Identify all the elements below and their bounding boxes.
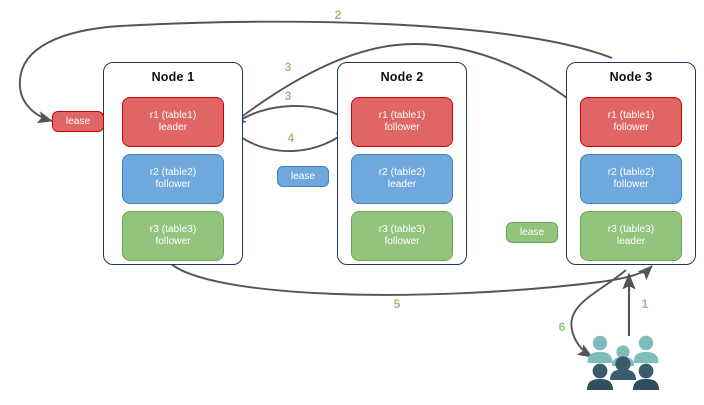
replica-name: r3 (table3) — [149, 223, 197, 235]
edge-step-3-upper — [231, 43, 587, 125]
replica-name: r3 (table3) — [378, 223, 426, 235]
replica-role: follower — [155, 179, 191, 190]
lease-badge-r1[interactable]: lease — [52, 111, 104, 132]
replica-role: follower — [384, 236, 420, 247]
lease-label: lease — [519, 227, 545, 238]
step-label-4: 4 — [287, 131, 295, 145]
replica-role: follower — [613, 122, 649, 133]
step-label-3a: 3 — [284, 60, 292, 74]
users-group-icon — [587, 335, 659, 390]
edge-step-2 — [19, 20, 613, 124]
step-label-1: 1 — [641, 297, 649, 311]
replica-role: leader — [616, 236, 646, 247]
replica-role: follower — [384, 122, 420, 133]
replica-role: leader — [158, 122, 188, 133]
lease-badge-r3[interactable]: lease — [506, 222, 558, 243]
node-1-title: Node 1 — [151, 70, 195, 84]
edge-step-6 — [570, 269, 627, 358]
lease-label: lease — [290, 171, 316, 182]
node-3-replica-r1[interactable]: r1 (table1) follower — [580, 97, 682, 147]
node-1-replica-r3[interactable]: r3 (table3) follower — [122, 211, 224, 261]
edge-step-5 — [169, 262, 653, 296]
node-3-replica-r3[interactable]: r3 (table3) leader — [580, 211, 682, 261]
replica-role: follower — [155, 236, 191, 247]
edge-step-3-lens — [231, 105, 351, 127]
node-2-replica-r2[interactable]: r2 (table2) leader — [351, 154, 453, 204]
node-2-title: Node 2 — [380, 70, 424, 84]
node-2-replica-r3[interactable]: r3 (table3) follower — [351, 211, 453, 261]
node-1-replica-r1[interactable]: r1 (table1) leader — [122, 97, 224, 147]
replica-role: follower — [613, 179, 649, 190]
replica-name: r3 (table3) — [607, 223, 655, 235]
replica-name: r1 (table1) — [149, 109, 197, 121]
replica-name: r2 (table2) — [378, 166, 426, 178]
replica-role: leader — [387, 179, 417, 190]
step-label-3b: 3 — [284, 89, 292, 103]
node-2-replica-r1[interactable]: r1 (table1) follower — [351, 97, 453, 147]
step-label-2: 2 — [334, 8, 342, 22]
replica-name: r2 (table2) — [607, 166, 655, 178]
step-label-5: 5 — [393, 297, 401, 311]
node-3-replica-r2[interactable]: r2 (table2) follower — [580, 154, 682, 204]
node-1-replica-r2[interactable]: r2 (table2) follower — [122, 154, 224, 204]
step-label-6: 6 — [558, 320, 566, 334]
lease-badge-r2[interactable]: lease — [277, 166, 329, 187]
lease-label: lease — [65, 116, 91, 127]
replica-name: r1 (table1) — [378, 109, 426, 121]
node-3-title: Node 3 — [609, 70, 653, 84]
replica-name: r1 (table1) — [607, 109, 655, 121]
replica-name: r2 (table2) — [149, 166, 197, 178]
